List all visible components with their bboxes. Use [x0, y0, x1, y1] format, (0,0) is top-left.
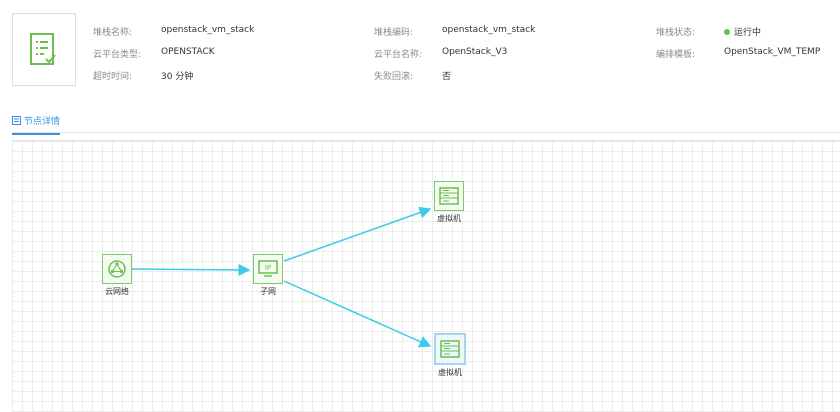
platform-name-value: OpenStack_V3	[442, 47, 508, 57]
timeout-label: 超时时间:	[93, 72, 133, 82]
stack-name-value: openstack_vm_stack	[161, 25, 255, 35]
platform-type-value: OPENSTACK	[161, 47, 215, 57]
stack-document-icon	[12, 13, 76, 86]
node-label: 虚拟机	[437, 214, 461, 223]
list-icon	[12, 115, 21, 125]
stack-code-value: openstack_vm_stack	[442, 25, 536, 35]
tab-node-details[interactable]: 节点详情	[12, 111, 61, 135]
stack-status-value: 运行中	[734, 28, 762, 38]
stack-name-label: 堆栈名称:	[93, 28, 133, 38]
timeout-value: 30 分钟	[161, 72, 194, 82]
platform-name-label: 云平台名称:	[374, 50, 423, 60]
node-label: 子网	[260, 287, 276, 296]
node-label: 虚拟机	[438, 368, 462, 377]
node-label: 云网络	[105, 287, 129, 296]
tab-node-details-label: 节点详情	[24, 116, 61, 127]
topology-canvas[interactable]: 云网络 IP 子网 虚拟机	[12, 140, 840, 412]
rollback-value: 否	[442, 72, 452, 82]
topology-links	[131, 206, 432, 348]
platform-type-label: 云平台类型:	[93, 50, 142, 60]
template-value: OpenStack_VM_TEMP	[724, 47, 821, 57]
tab-divider	[12, 132, 840, 133]
status-dot-icon	[724, 28, 730, 35]
link-gateway-subnet	[131, 263, 251, 276]
stack-status: 运行中	[724, 25, 761, 38]
link-subnet-vm2	[283, 280, 432, 348]
svg-text:IP: IP	[265, 264, 271, 272]
template-label: 编排模板:	[656, 50, 696, 60]
link-subnet-vm1	[283, 206, 432, 262]
server-icon	[439, 187, 459, 205]
rollback-label: 失败回滚:	[374, 72, 414, 82]
stack-status-label: 堆栈状态:	[656, 28, 696, 38]
cloud-network-icon	[108, 260, 126, 278]
ip-subnet-icon: IP	[258, 260, 278, 277]
server-icon	[440, 340, 460, 358]
stack-code-label: 堆栈编码:	[374, 28, 414, 38]
